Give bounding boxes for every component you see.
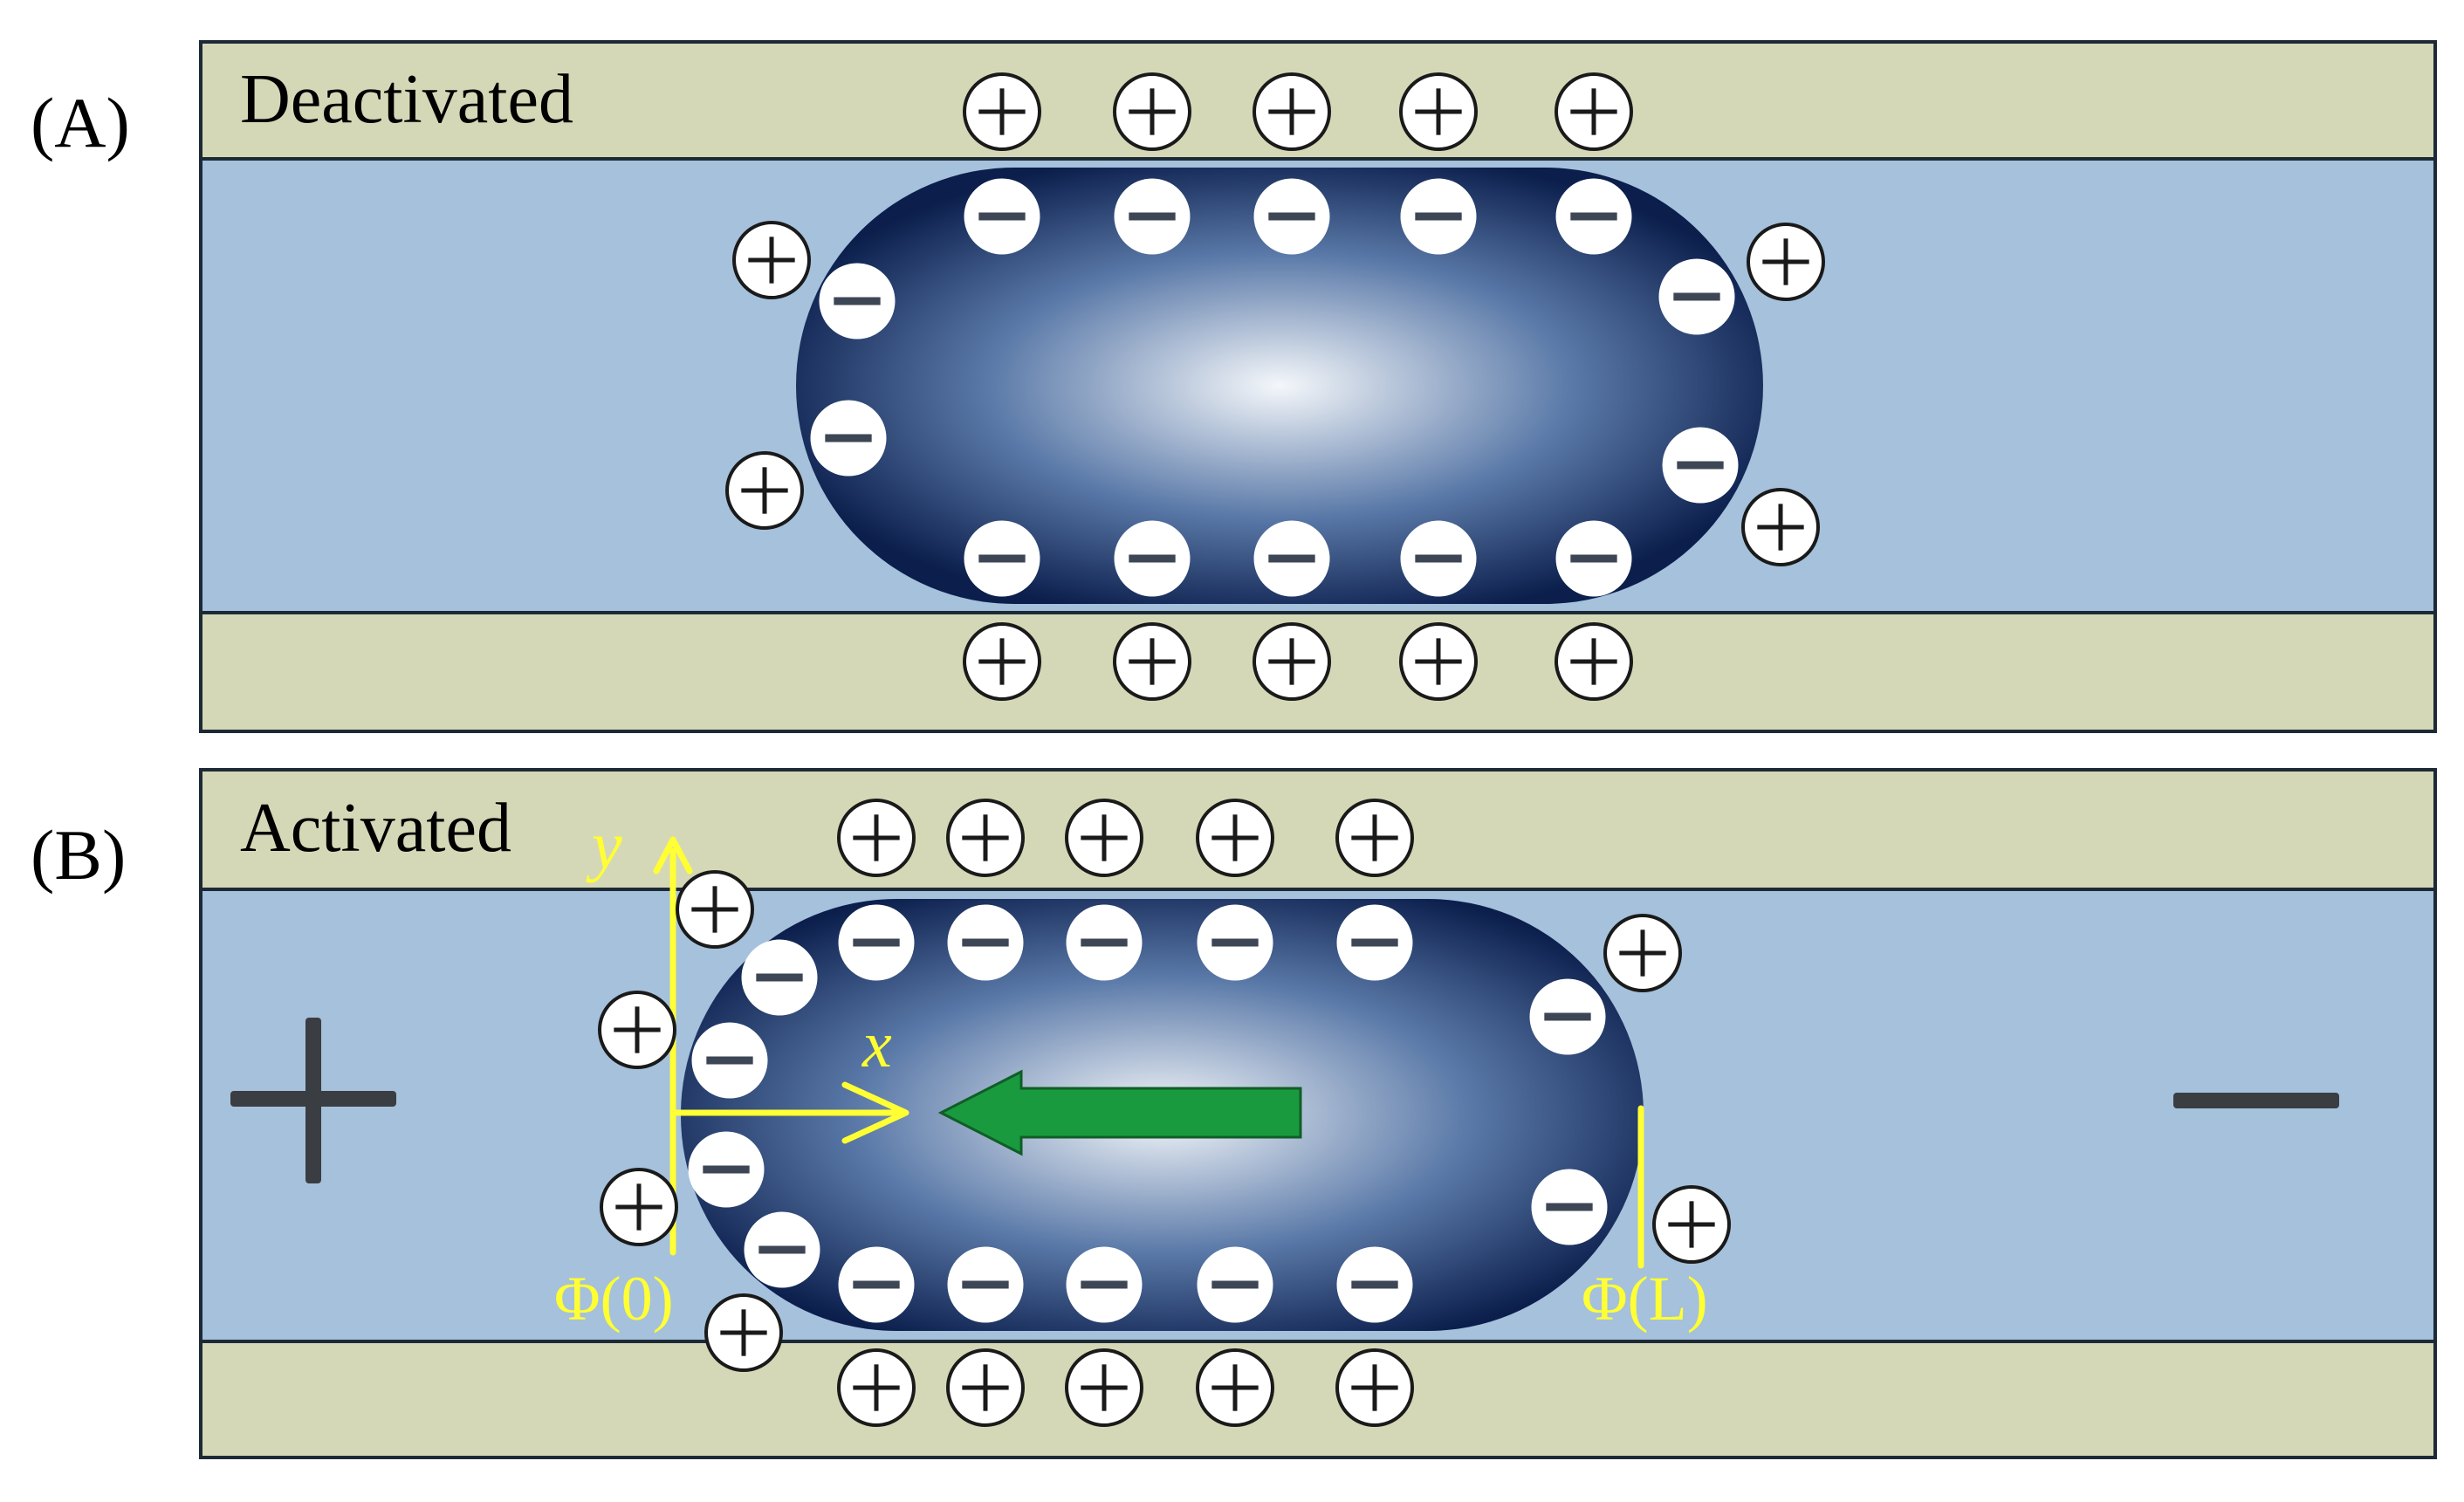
positive-charge-icon [598, 991, 676, 1069]
negative-charge-icon [1400, 520, 1477, 597]
negative-charge-icon [1336, 904, 1413, 981]
axis-annotations [653, 836, 1644, 1269]
negative-charge-icon [1555, 178, 1632, 255]
negative-charge-icon [741, 939, 818, 1016]
panel-a-title: Deactivated [240, 61, 573, 138]
positive-charge-icon [1603, 914, 1682, 992]
negative-charge-icon [819, 263, 896, 339]
negative-charge-icon [1662, 427, 1739, 504]
panel-b-label: (B) [31, 815, 126, 895]
electrode-plus-icon: + [230, 1018, 396, 1183]
negative-charge-icon [1658, 258, 1735, 335]
positive-charge-icon [1065, 1348, 1143, 1427]
positive-charge-icon [1652, 1185, 1731, 1264]
panel-b-title: Activated [240, 790, 511, 867]
negative-charge-icon [1114, 520, 1191, 597]
negative-charge-icon [1197, 1246, 1273, 1323]
negative-charge-icon [1066, 904, 1143, 981]
negative-charge-icon [810, 400, 887, 477]
positive-charge-icon [963, 622, 1041, 701]
x-axis-label: x [861, 1008, 892, 1081]
positive-charge-icon [600, 1168, 678, 1246]
electrode-minus-icon: − [2173, 1093, 2339, 1108]
motion-arrow-icon [937, 1069, 1302, 1156]
positive-charge-icon [946, 1348, 1025, 1427]
positive-charge-icon [1196, 799, 1274, 877]
negative-charge-icon [1114, 178, 1191, 255]
positive-charge-icon [837, 799, 916, 877]
panel-b-charges [598, 799, 1731, 1427]
negative-charge-icon [838, 904, 915, 981]
positive-charge-icon [1065, 799, 1143, 877]
y-axis-label: y [586, 807, 622, 883]
positive-charge-icon [963, 72, 1041, 151]
panel-a: (A) Deactivated [31, 40, 2437, 733]
negative-charge-icon [964, 520, 1040, 597]
panel-a-droplet [796, 168, 1763, 604]
negative-charge-icon [1336, 1246, 1413, 1323]
panel-a-charges [725, 72, 1825, 701]
negative-charge-icon [1253, 178, 1330, 255]
positive-charge-icon [1253, 72, 1331, 151]
positive-charge-icon [1747, 223, 1825, 301]
positive-charge-icon [1399, 622, 1478, 701]
positive-charge-icon [725, 451, 804, 530]
positive-charge-icon [676, 870, 754, 949]
panel-b-top-wall [199, 768, 2437, 891]
positive-charge-icon [1555, 72, 1633, 151]
panel-a-label: (A) [31, 83, 130, 162]
negative-charge-icon [744, 1211, 820, 1288]
negative-charge-icon [691, 1022, 768, 1099]
negative-charge-icon [1531, 1169, 1608, 1245]
positive-charge-icon [1113, 72, 1191, 151]
phi-l-label: Φ(L) [1582, 1264, 1708, 1334]
negative-charge-icon [1197, 904, 1273, 981]
positive-charge-icon [1335, 1348, 1414, 1427]
positive-charge-icon [1113, 622, 1191, 701]
negative-charge-icon [947, 1246, 1024, 1323]
positive-charge-icon [837, 1348, 916, 1427]
negative-charge-icon [1253, 520, 1330, 597]
positive-charge-icon [732, 221, 811, 299]
positive-charge-icon [1335, 799, 1414, 877]
negative-charge-icon [838, 1246, 915, 1323]
positive-charge-icon [1741, 488, 1820, 566]
positive-charge-icon [1196, 1348, 1274, 1427]
negative-charge-icon [947, 904, 1024, 981]
phi-zero-label: Φ(0) [554, 1264, 674, 1334]
negative-charge-icon [1529, 978, 1606, 1055]
negative-charge-icon [1555, 520, 1632, 597]
positive-charge-icon [946, 799, 1025, 877]
negative-charge-icon [1400, 178, 1477, 255]
positive-charge-icon [1399, 72, 1478, 151]
positive-charge-icon [1555, 622, 1633, 701]
y-axis-arrowhead-icon [653, 836, 693, 874]
positive-charge-icon [704, 1293, 783, 1372]
positive-charge-icon [1253, 622, 1331, 701]
negative-charge-icon [1066, 1246, 1143, 1323]
negative-charge-icon [964, 178, 1040, 255]
negative-charge-icon [688, 1131, 765, 1208]
x-axis-arrowhead-icon [841, 1081, 909, 1144]
panel-b-bottom-wall [199, 1340, 2437, 1459]
panel-b: (B) Activated + − y x Φ(0) [31, 768, 2437, 1459]
